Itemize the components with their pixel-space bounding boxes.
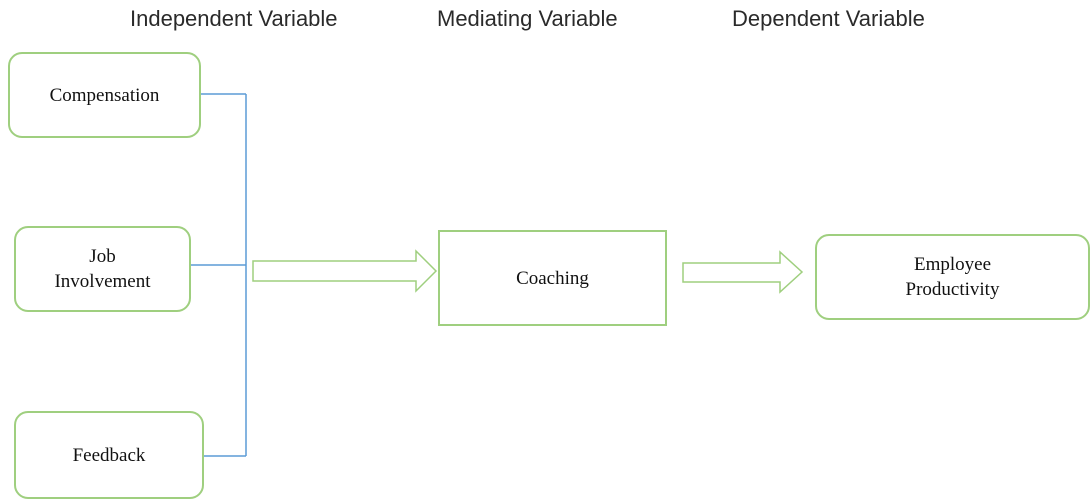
job-involvement-label-line2: Involvement: [54, 271, 151, 292]
dependent-variable-heading: Dependent Variable: [732, 6, 925, 31]
employee-productivity-box: Employee Productivity: [815, 234, 1090, 320]
job-involvement-box: Job Involvement: [14, 226, 191, 312]
feedback-box: Feedback: [14, 411, 204, 499]
feedback-label: Feedback: [72, 444, 146, 466]
coaching-box: Coaching: [438, 230, 667, 326]
job-involvement-label-line1: Job: [89, 246, 116, 267]
employee-productivity-label-line2: Productivity: [905, 279, 1000, 300]
mediating-variable-heading: Mediating Variable: [437, 6, 618, 31]
compensation-box: Compensation: [8, 52, 201, 138]
arrow-to-dependent: [682, 250, 804, 294]
compensation-label: Compensation: [49, 84, 160, 106]
independent-variable-heading: Independent Variable: [130, 6, 338, 31]
coaching-label: Coaching: [516, 267, 589, 289]
employee-productivity-label-line1: Employee: [913, 254, 991, 275]
arrow-to-mediator: [252, 249, 438, 293]
